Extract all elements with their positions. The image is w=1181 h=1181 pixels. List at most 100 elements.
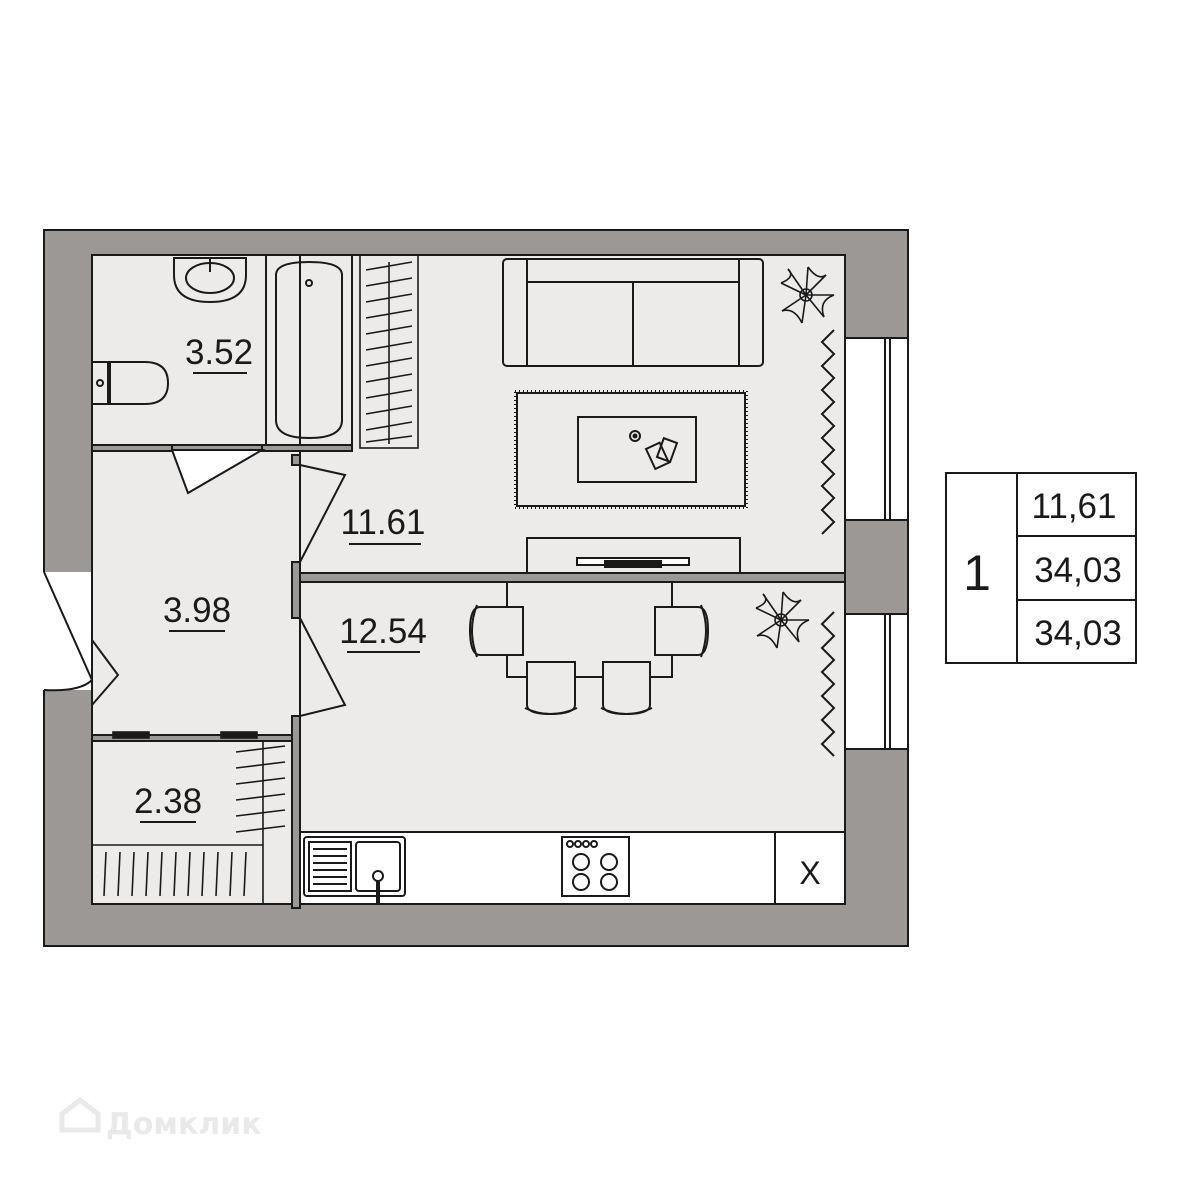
burner-icon (572, 853, 590, 871)
window-kitchen (844, 613, 909, 750)
plant-kitchen-icon (755, 591, 810, 649)
hanger (365, 435, 413, 443)
hall-wall-lower (291, 715, 301, 909)
curtain-living (820, 329, 836, 535)
storage-door-hinge-left (112, 731, 150, 739)
bathtub-inner-icon (275, 260, 343, 440)
burner-icon (600, 853, 618, 871)
wardrobe-bath-frame (359, 254, 419, 449)
kitchen-door (299, 617, 347, 718)
chair-left-icon (468, 606, 524, 656)
cup-icon (629, 430, 641, 442)
hanger (145, 851, 149, 897)
toilet-tank-icon (91, 361, 109, 405)
hanger (365, 421, 413, 431)
entrance-door-swing (43, 679, 93, 692)
hanger (365, 277, 413, 287)
hanger (131, 851, 135, 897)
hanger (173, 851, 177, 897)
sink-icon (173, 257, 247, 304)
curtains (820, 329, 836, 757)
kitchen-counter: X (299, 831, 846, 905)
chair-bottom-left-back-icon (524, 707, 578, 715)
knob (566, 840, 574, 848)
legend-total-area-balcony: 34,03 (1034, 614, 1122, 653)
hallway-area-label: 3.98 (163, 591, 231, 630)
leaf (780, 266, 834, 324)
coffee-table-icon (577, 416, 697, 483)
stove-knobs (566, 840, 598, 848)
bath-wall-left (91, 444, 173, 452)
hanger (159, 851, 163, 897)
hanger (117, 851, 121, 897)
fridge-mark: X (799, 855, 820, 891)
doors (91, 448, 347, 718)
bathroom-door (171, 448, 266, 495)
drainboard-lines (313, 848, 347, 885)
living-furniture (502, 258, 764, 574)
hangers (365, 261, 413, 443)
hanger (365, 325, 413, 335)
leaf-outline (780, 266, 835, 324)
wardrobe-bath (359, 254, 419, 449)
hanger (103, 851, 107, 897)
kitchen-area-label: 12.54 (339, 612, 427, 651)
sink-kitchen-icon (303, 836, 406, 897)
hanger (235, 825, 286, 833)
cup-dot-icon (632, 433, 638, 439)
sofa-seat-right-icon (632, 281, 740, 367)
watermark-text: Домклик (106, 1107, 262, 1142)
storage-top-wall (91, 734, 293, 742)
hallway-door-arc (91, 639, 120, 706)
legend-living-area: 11,61 (1032, 487, 1117, 526)
toilet-flush-icon (96, 379, 104, 387)
chair-bottom-right-back-icon (600, 707, 653, 715)
bathroom-area-label: 3.52 (185, 333, 253, 372)
hanger (235, 777, 286, 785)
knob (582, 840, 590, 848)
toilet-bowl-icon (109, 361, 170, 405)
hanger (235, 761, 286, 769)
area-legend: 1 11,61 34,03 34,03 (945, 472, 1137, 664)
bathroom-fixtures (91, 254, 353, 446)
plant-center (774, 613, 788, 627)
hanger (235, 745, 286, 753)
stove-icon (561, 836, 630, 897)
leaf-outline (755, 591, 810, 649)
book-icon-2 (655, 436, 679, 464)
hanger (187, 851, 191, 897)
hanger (365, 261, 413, 271)
hall-wall-mid (291, 561, 301, 619)
hanger (365, 341, 413, 351)
curtain-kitchen (820, 611, 836, 757)
hanger (235, 793, 286, 801)
window-living (844, 337, 909, 521)
room-labels: 3.52 11.61 3.98 12.54 2.38 (134, 333, 427, 823)
book-icon (644, 441, 671, 471)
hanger (365, 293, 413, 303)
plant-center (799, 288, 813, 302)
sink-drainboard-icon (308, 841, 352, 892)
rug-icon (514, 390, 748, 509)
hall-wall-upper (291, 454, 301, 466)
hanger (201, 851, 205, 897)
knob (590, 840, 598, 848)
entrance-door-leaf (43, 571, 93, 681)
hanger (365, 373, 413, 383)
watermark: Домклик (59, 1096, 262, 1142)
rug-inner-icon (516, 392, 746, 507)
tv-base-icon (604, 560, 662, 568)
legend-frame (945, 472, 1137, 664)
hanger (365, 389, 413, 399)
hanger (229, 851, 233, 897)
plant-living-icon (780, 266, 835, 324)
interior-walls (91, 444, 846, 909)
hanger (365, 405, 413, 415)
hanger (243, 851, 247, 897)
living-room-area-label: 11.61 (341, 503, 426, 542)
entrance-door (43, 571, 93, 692)
knob (574, 840, 582, 848)
watermark-house-icon (59, 1096, 101, 1133)
storage-hangers-horizontal (103, 851, 247, 897)
